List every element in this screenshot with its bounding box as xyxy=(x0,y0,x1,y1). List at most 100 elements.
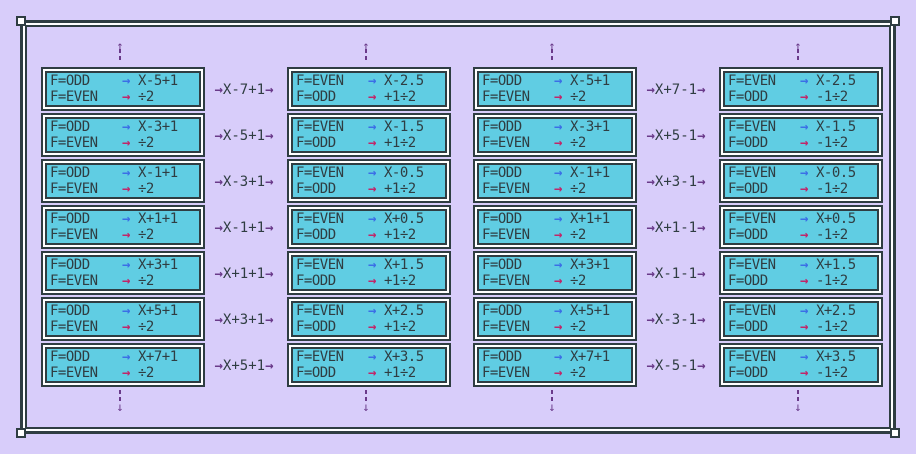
arrow-icon: → xyxy=(214,312,223,328)
flag-label: F=EVEN xyxy=(296,73,344,89)
operation: X+3.5 xyxy=(384,349,424,365)
flag-label: F=ODD xyxy=(728,89,768,105)
operation: X-1+1 xyxy=(570,165,610,181)
flag-label: F=ODD xyxy=(50,73,90,89)
arrow-icon: → xyxy=(368,349,376,365)
flag-label: F=EVEN xyxy=(50,181,98,197)
flag-label: F=ODD xyxy=(482,211,522,227)
arrow-icon: → xyxy=(554,349,562,365)
operation: ÷2 xyxy=(570,319,586,335)
flag-label: F=ODD xyxy=(50,211,90,227)
transition-text: X+3-1 xyxy=(654,174,698,190)
operation: ÷2 xyxy=(570,135,586,151)
operation: X+3+1 xyxy=(138,257,178,273)
operation: +1÷2 xyxy=(384,365,416,381)
arrow-icon: → xyxy=(122,73,130,89)
arrow-icon: → xyxy=(368,89,376,105)
arrow-icon: → xyxy=(554,303,562,319)
operation: X-0.5 xyxy=(384,165,424,181)
operation: X+0.5 xyxy=(816,211,856,227)
transition-label: →X+1+1→ xyxy=(197,255,291,293)
arrow-icon: → xyxy=(122,365,130,381)
transition-text: X+5-1 xyxy=(654,128,698,144)
arrow-icon: → xyxy=(554,319,562,335)
flag-label: F=ODD xyxy=(482,349,522,365)
arrow-icon: → xyxy=(697,128,706,144)
transition-label: →X-7+1→ xyxy=(197,71,291,109)
flag-label: F=EVEN xyxy=(482,365,530,381)
operation: -1÷2 xyxy=(816,273,848,289)
operation: ÷2 xyxy=(138,181,154,197)
operation: +1÷2 xyxy=(384,181,416,197)
operation: X-5+1 xyxy=(138,73,178,89)
arrow-icon: → xyxy=(265,128,274,144)
operation: +1÷2 xyxy=(384,319,416,335)
up-arrow-icon: ↑ xyxy=(547,40,557,63)
transition-label: →X+7-1→ xyxy=(629,71,723,109)
flag-label: F=ODD xyxy=(296,181,336,197)
flag-label: F=EVEN xyxy=(50,365,98,381)
flag-label: F=ODD xyxy=(296,135,336,151)
arrow-icon: → xyxy=(554,119,562,135)
arrow-icon: → xyxy=(800,181,808,197)
flag-label: F=EVEN xyxy=(50,135,98,151)
operation: X+3.5 xyxy=(816,349,856,365)
operation: X+1+1 xyxy=(570,211,610,227)
arrow-icon: → xyxy=(697,358,706,374)
arrow-icon: → xyxy=(554,89,562,105)
arrow-icon: → xyxy=(265,174,274,190)
down-arrow-icon: ↓ xyxy=(361,390,371,413)
up-arrow-icon: ↑ xyxy=(115,40,125,63)
operation: -1÷2 xyxy=(816,227,848,243)
arrow-icon: → xyxy=(368,319,376,335)
transition-label: →X+5+1→ xyxy=(197,347,291,385)
transition-label: →X-3-1→ xyxy=(629,301,723,339)
flag-label: F=EVEN xyxy=(728,73,776,89)
arrow-icon: → xyxy=(800,349,808,365)
operation: X-3+1 xyxy=(570,119,610,135)
arrow-icon: → xyxy=(214,358,223,374)
operation: X+1+1 xyxy=(138,211,178,227)
flag-label: F=EVEN xyxy=(296,349,344,365)
transition-label: →X-3+1→ xyxy=(197,163,291,201)
operation: +1÷2 xyxy=(384,89,416,105)
operation: X-1+1 xyxy=(138,165,178,181)
flag-label: F=ODD xyxy=(296,227,336,243)
arrow-icon: → xyxy=(368,227,376,243)
operation: X-1.5 xyxy=(816,119,856,135)
arrow-icon: → xyxy=(368,273,376,289)
flag-label: F=ODD xyxy=(728,227,768,243)
arrow-icon: → xyxy=(697,220,706,236)
arrow-icon: → xyxy=(800,119,808,135)
flag-label: F=EVEN xyxy=(728,119,776,135)
frame-corner xyxy=(16,16,26,26)
transition-text: X+3+1 xyxy=(222,312,266,328)
operation: +1÷2 xyxy=(384,135,416,151)
arrow-icon: → xyxy=(554,135,562,151)
arrow-icon: → xyxy=(368,365,376,381)
operation: -1÷2 xyxy=(816,135,848,151)
outer-frame xyxy=(20,20,896,434)
operation: ÷2 xyxy=(570,365,586,381)
operation: ÷2 xyxy=(138,319,154,335)
up-arrow-icon: ↑ xyxy=(361,40,371,63)
flag-label: F=EVEN xyxy=(482,227,530,243)
operation: +1÷2 xyxy=(384,227,416,243)
arrow-icon: → xyxy=(368,211,376,227)
flag-label: F=EVEN xyxy=(482,89,530,105)
arrow-icon: → xyxy=(368,181,376,197)
flag-label: F=EVEN xyxy=(728,303,776,319)
arrow-icon: → xyxy=(122,211,130,227)
